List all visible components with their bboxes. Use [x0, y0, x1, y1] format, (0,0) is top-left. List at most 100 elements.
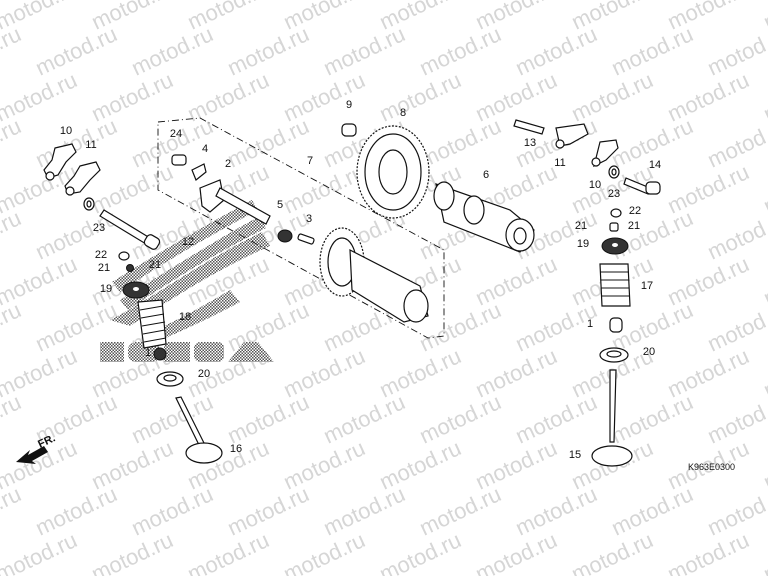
callout-7: 7 — [307, 155, 313, 167]
watermark-text: motod.ru — [320, 21, 409, 80]
watermark-text: motod.ru — [0, 389, 25, 448]
watermark-text: motod.ru — [760, 527, 768, 576]
callout-21: 21 — [628, 220, 640, 232]
callout-11: 11 — [554, 157, 565, 169]
cotter-21-right — [609, 222, 619, 232]
watermark-text: motod.ru — [0, 481, 25, 540]
watermark-text: motod.ru — [760, 343, 768, 402]
callout-22: 22 — [629, 205, 641, 217]
callout-4: 4 — [202, 143, 208, 155]
callout-12: 12 — [182, 236, 194, 248]
cotter-22-right — [610, 208, 622, 218]
watermark-text: motod.ru — [568, 527, 657, 576]
rocker-arm-11-left — [64, 161, 101, 196]
callout-23: 23 — [608, 188, 620, 200]
plate-4 — [191, 163, 207, 181]
callout-16: 16 — [230, 443, 242, 455]
callout-8: 8 — [400, 107, 406, 119]
callout-19: 19 — [100, 283, 112, 295]
callout-13: 13 — [524, 137, 536, 149]
seat-20-right — [599, 347, 629, 363]
spring-17-right — [599, 263, 631, 307]
callout-11: 11 — [85, 139, 96, 151]
watermark-text: motod.ru — [416, 389, 505, 448]
watermark-text: motod.ru — [224, 481, 313, 540]
watermark-text: motod.ru — [472, 527, 561, 576]
callout-14: 14 — [649, 159, 661, 171]
washer-23-left — [83, 197, 95, 211]
callout-24: 24 — [170, 128, 182, 140]
callout-21: 21 — [575, 220, 587, 232]
washer-23-right — [608, 165, 620, 179]
camshaft-6 — [433, 181, 535, 253]
watermark-text: motod.ru — [512, 21, 601, 80]
callout-10: 10 — [60, 125, 72, 137]
watermark-text: motod.ru — [224, 113, 313, 172]
watermark-text: motod.ru — [376, 527, 465, 576]
watermark-text: motod.ru — [760, 159, 768, 218]
callout-19: 19 — [577, 238, 589, 250]
watermark-text: motod.ru — [224, 297, 313, 356]
callout-1: 1 — [145, 347, 151, 359]
decomp-shaft-2 — [199, 179, 271, 225]
rocker-arm-11-right — [555, 123, 589, 149]
valve-16-left — [175, 396, 223, 464]
valve-15-right — [591, 369, 633, 467]
callout-1: 1 — [587, 318, 593, 330]
watermark-text: motod.ru — [0, 205, 25, 264]
camshaft-assembly-7 — [319, 227, 429, 323]
rocker-arm-10-right — [591, 139, 619, 168]
pin-3 — [297, 233, 315, 245]
watermark-text: motod.ru — [32, 113, 121, 172]
callout-23: 23 — [93, 222, 105, 234]
rocker-shaft-12 — [99, 209, 161, 250]
watermark-text: motod.ru — [608, 389, 697, 448]
watermark-text: motod.ru — [664, 527, 753, 576]
callout-21: 21 — [149, 259, 161, 271]
watermark-text: motod.ru — [760, 0, 768, 35]
watermark-text: motod.ru — [608, 21, 697, 80]
watermark-text: motod.ru — [760, 67, 768, 126]
watermark-text: motod.ru — [0, 113, 25, 172]
callout-5: 5 — [277, 199, 283, 211]
callout-3: 3 — [306, 213, 312, 225]
watermark-text: motod.ru — [224, 21, 313, 80]
bolt-9 — [341, 123, 357, 137]
watermark-text: motod.ru — [760, 435, 768, 494]
watermark-text: motod.ru — [760, 251, 768, 310]
watermark-text: motod.ru — [224, 389, 313, 448]
watermark-text: motod.ru — [88, 527, 177, 576]
callout-17: 17 — [641, 280, 653, 292]
honda-wordmark — [100, 342, 274, 362]
callout-21: 21 — [98, 262, 110, 274]
watermark-text: motod.ru — [416, 21, 505, 80]
watermark-text: motod.ru — [320, 481, 409, 540]
watermark-text: motod.ru — [0, 297, 25, 356]
callout-6: 6 — [483, 169, 489, 181]
catalog-code: K963E0300 — [688, 462, 735, 472]
cotter-21-left — [126, 264, 134, 272]
callout-9: 9 — [346, 99, 352, 111]
callout-2: 2 — [225, 158, 231, 170]
watermark-text: motod.ru — [0, 21, 25, 80]
watermark-text: motod.ru — [128, 21, 217, 80]
cotter-22-left — [118, 251, 130, 261]
watermark-text: motod.ru — [128, 481, 217, 540]
watermark-text: motod.ru — [32, 481, 121, 540]
watermark-text: motod.ru — [32, 21, 121, 80]
retainer-19-right — [601, 237, 629, 255]
assembly-box-7 — [157, 117, 445, 339]
callout-22: 22 — [95, 249, 107, 261]
seat-20-left — [156, 371, 184, 387]
cam-sprocket-8 — [356, 125, 430, 219]
rocker-shaft-14 — [623, 177, 661, 195]
callout-15: 15 — [569, 449, 581, 461]
watermark-text: motod.ru — [512, 389, 601, 448]
callout-20: 20 — [643, 346, 655, 358]
watermark-text: motod.ru — [512, 481, 601, 540]
spring-5 — [277, 229, 293, 243]
spring-18-left — [137, 299, 167, 349]
callout-labels: 1123456789101011111213141516171819192020… — [60, 99, 661, 461]
watermark-text: motod.ru — [416, 481, 505, 540]
